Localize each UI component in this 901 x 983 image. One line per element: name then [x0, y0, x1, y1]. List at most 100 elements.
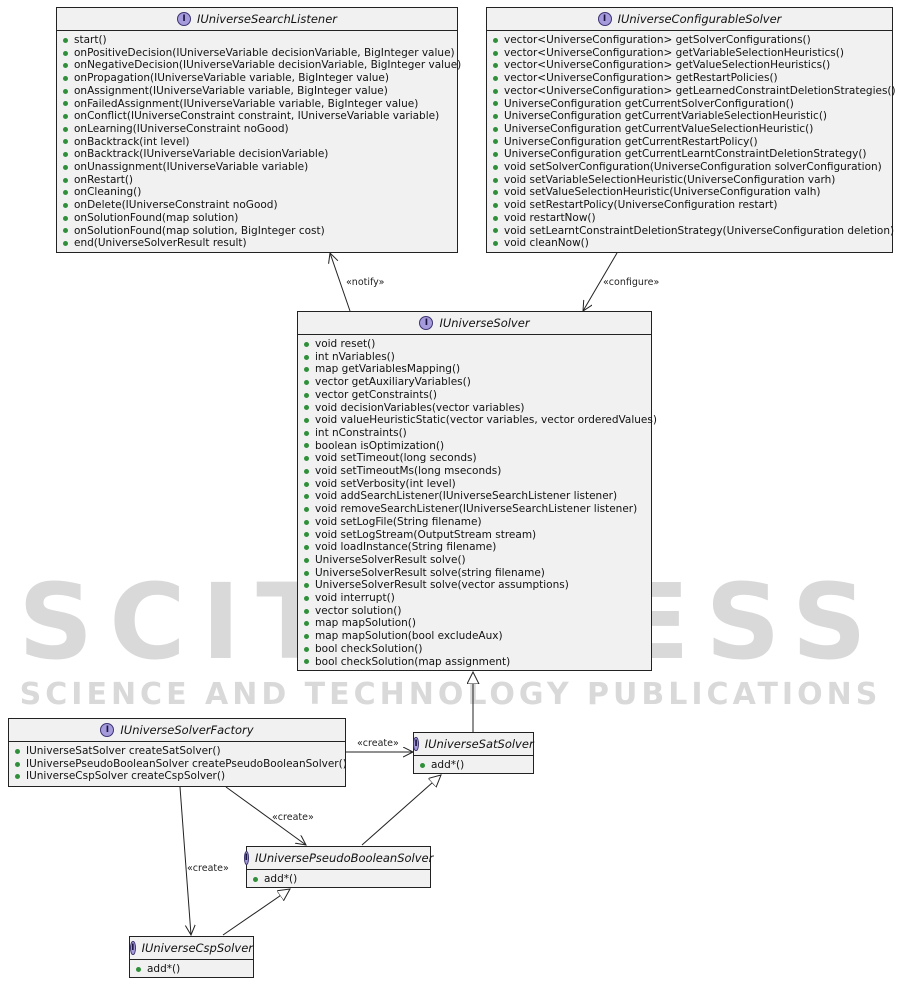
public-visibility-icon: [15, 761, 20, 767]
member-signature: void interrupt(): [315, 592, 395, 605]
interface-header: I IUniversePseudoBooleanSolver: [243, 847, 433, 870]
member-signature: void valueHeuristicStatic(vector variabl…: [315, 414, 657, 427]
sat-solver-interface[interactable]: I IUniverseSatSolver add*(): [413, 732, 534, 774]
public-visibility-icon: [493, 152, 498, 158]
public-visibility-icon: [493, 88, 498, 94]
member-list: add*(): [130, 960, 253, 976]
member-row: void setLogStream(OutputStream stream): [302, 529, 651, 542]
public-visibility-icon: [304, 443, 309, 449]
public-visibility-icon: [136, 966, 141, 972]
public-visibility-icon: [304, 405, 309, 411]
member-row: void setVariableSelectionHeuristic(Unive…: [491, 174, 892, 187]
member-signature: onBacktrack(IUniverseVariable decisionVa…: [74, 148, 329, 161]
member-row: void interrupt(): [302, 592, 651, 605]
public-visibility-icon: [63, 63, 68, 69]
solver-factory-interface[interactable]: I IUniverseSolverFactory IUniverseSatSol…: [8, 718, 347, 787]
member-row: void setSolverConfiguration(UniverseConf…: [491, 161, 892, 174]
public-visibility-icon: [493, 190, 498, 196]
member-row: vector<UniverseConfiguration> getRestart…: [491, 72, 892, 85]
member-signature: onConflict(IUniverseConstraint constrain…: [74, 110, 440, 123]
member-row: map mapSolution(bool excludeAux): [302, 630, 651, 643]
public-visibility-icon: [304, 659, 309, 665]
member-signature: vector getAuxiliaryVariables(): [315, 376, 471, 389]
interface-icon: I: [130, 941, 136, 955]
interface-header: I IUniverseSolver: [298, 312, 651, 335]
public-visibility-icon: [304, 506, 309, 512]
public-visibility-icon: [304, 341, 309, 347]
public-visibility-icon: [304, 557, 309, 563]
member-row: onDelete(IUniverseConstraint noGood): [61, 199, 457, 212]
member-signature: void setLogStream(OutputStream stream): [315, 528, 537, 541]
interface-header: I IUniverseCspSolver: [130, 937, 253, 960]
member-row: add*(): [134, 963, 253, 976]
member-row: start(): [61, 34, 457, 47]
interface-name: IUniverseSearchListener: [197, 11, 337, 26]
member-row: onSolutionFound(map solution, BigInteger…: [61, 225, 457, 238]
public-visibility-icon: [253, 876, 258, 882]
public-visibility-icon: [304, 379, 309, 385]
public-visibility-icon: [63, 126, 68, 132]
member-signature: vector solution(): [315, 604, 402, 617]
member-row: vector<UniverseConfiguration> getLearned…: [491, 85, 896, 98]
member-row: onRestart(): [61, 174, 457, 187]
member-signature: UniverseConfiguration getCurrentVariable…: [504, 110, 828, 123]
public-visibility-icon: [15, 774, 20, 780]
member-signature: IUniverseSatSolver createSatSolver(): [26, 745, 221, 757]
notify-edge: [330, 253, 351, 312]
public-visibility-icon: [304, 367, 309, 373]
configure-edge-label: «configure»: [603, 277, 659, 288]
public-visibility-icon: [493, 50, 498, 56]
member-signature: map getVariablesMapping(): [315, 363, 461, 376]
public-visibility-icon: [493, 177, 498, 183]
member-list: add*(): [414, 756, 533, 772]
public-visibility-icon: [493, 139, 498, 145]
configurable-solver-interface[interactable]: I IUniverseConfigurableSolver vector<Uni…: [486, 7, 896, 253]
search-listener-interface[interactable]: I IUniverseSearchListener start()onPosit…: [56, 7, 461, 253]
public-visibility-icon: [493, 126, 498, 132]
member-signature: onFailedAssignment(IUniverseVariable var…: [74, 97, 419, 110]
member-signature: int nConstraints(): [315, 426, 407, 439]
csp-solver-interface[interactable]: I IUniverseCspSolver add*(): [129, 936, 254, 978]
member-row: vector getConstraints(): [302, 389, 651, 402]
pseudo-boolean-solver-interface[interactable]: I IUniversePseudoBooleanSolver add*(): [243, 846, 433, 888]
solver-interface[interactable]: I IUniverseSolver void reset()int nVaria…: [297, 311, 657, 671]
member-signature: onAssignment(IUniverseVariable variable,…: [74, 84, 388, 97]
member-signature: void restartNow(): [504, 211, 596, 224]
member-signature: void setLogFile(String filename): [315, 515, 482, 528]
create-csp-edge: [179, 786, 191, 935]
member-signature: onDelete(IUniverseConstraint noGood): [74, 199, 278, 212]
member-signature: vector<UniverseConfiguration> getVariabl…: [504, 46, 844, 59]
create-sat-edge-label: «create»: [357, 738, 399, 749]
member-row: UniverseSolverResult solve(vector assump…: [302, 579, 651, 592]
member-signature: int nVariables(): [315, 350, 395, 363]
public-visibility-icon: [304, 634, 309, 640]
member-row: map getVariablesMapping(): [302, 363, 651, 376]
member-list: start()onPositiveDecision(IUniverseVaria…: [57, 31, 461, 250]
member-row: vector solution(): [302, 605, 651, 618]
member-row: onUnassignment(IUniverseVariable variabl…: [61, 161, 457, 174]
member-signature: void reset(): [315, 338, 376, 350]
member-row: int nConstraints(): [302, 427, 651, 440]
public-visibility-icon: [63, 241, 68, 247]
public-visibility-icon: [304, 354, 309, 360]
csp-extends-pb-edge: [222, 889, 290, 936]
interface-name: IUniverseSatSolver: [424, 736, 534, 751]
public-visibility-icon: [493, 215, 498, 221]
member-signature: IUniversePseudoBooleanSolver createPseud…: [26, 757, 347, 770]
interface-icon: I: [100, 723, 115, 737]
public-visibility-icon: [63, 101, 68, 107]
member-row: IUniverseCspSolver createCspSolver(): [13, 770, 345, 783]
member-signature: UniverseSolverResult solve(vector assump…: [315, 579, 569, 592]
member-signature: bool checkSolution(map assignment): [315, 655, 511, 668]
member-row: void setLogFile(String filename): [302, 516, 651, 529]
member-row: onBacktrack(IUniverseVariable decisionVa…: [61, 148, 457, 161]
public-visibility-icon: [304, 646, 309, 652]
member-signature: onSolutionFound(map solution, BigInteger…: [74, 224, 325, 237]
member-row: void setLearntConstraintDeletionStrategy…: [491, 225, 894, 238]
member-row: vector<UniverseConfiguration> getValueSe…: [491, 59, 892, 72]
member-signature: bool checkSolution(): [315, 642, 423, 655]
interface-name: IUniverseCspSolver: [141, 940, 253, 955]
member-row: UniverseSolverResult solve(string filena…: [302, 567, 651, 580]
public-visibility-icon: [304, 595, 309, 601]
public-visibility-icon: [63, 177, 68, 183]
